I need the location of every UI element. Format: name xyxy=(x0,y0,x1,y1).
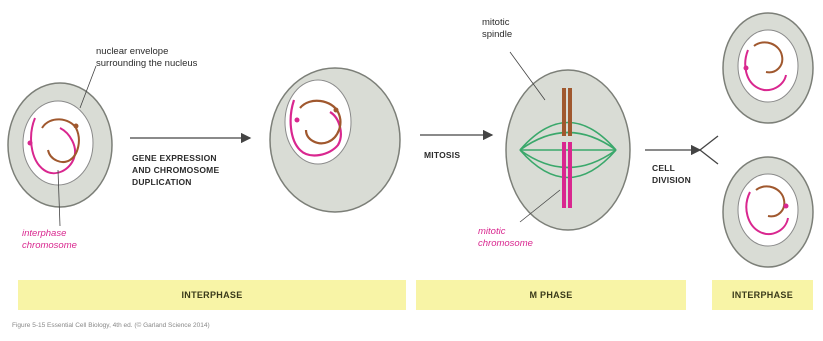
nuclear-envelope-label: nuclear envelope surrounding the nucleus xyxy=(96,46,197,70)
mitotic-chromosome-brown xyxy=(562,88,566,136)
cell-m-phase xyxy=(506,70,630,230)
figure-caption: Figure 5-15 Essential Cell Biology, 4th … xyxy=(12,322,210,329)
phase-band-m-phase: M PHASE xyxy=(416,280,686,310)
daughter-cell-top xyxy=(723,13,813,123)
cell-interphase-1 xyxy=(8,83,112,207)
mitotic-chromosome-pink xyxy=(562,142,566,208)
cell-division-label: CELL DIVISION xyxy=(652,162,691,186)
gene-expression-label: GENE EXPRESSION AND CHROMOSOME DUPLICATI… xyxy=(132,152,219,188)
cell-division-arrow xyxy=(645,136,718,164)
interphase-chromosome-label: interphase chromosome xyxy=(22,228,77,252)
mitosis-label: MITOSIS xyxy=(424,149,460,161)
cell-interphase-duplicated xyxy=(270,68,400,212)
daughter-cell-bottom xyxy=(723,157,813,267)
phase-band-interphase-1: INTERPHASE xyxy=(18,280,406,310)
mitotic-spindle-label: mitotic spindle xyxy=(482,17,512,41)
mitotic-chromosome-label: mitotic chromosome xyxy=(478,226,533,250)
phase-band-interphase-2: INTERPHASE xyxy=(712,280,813,310)
